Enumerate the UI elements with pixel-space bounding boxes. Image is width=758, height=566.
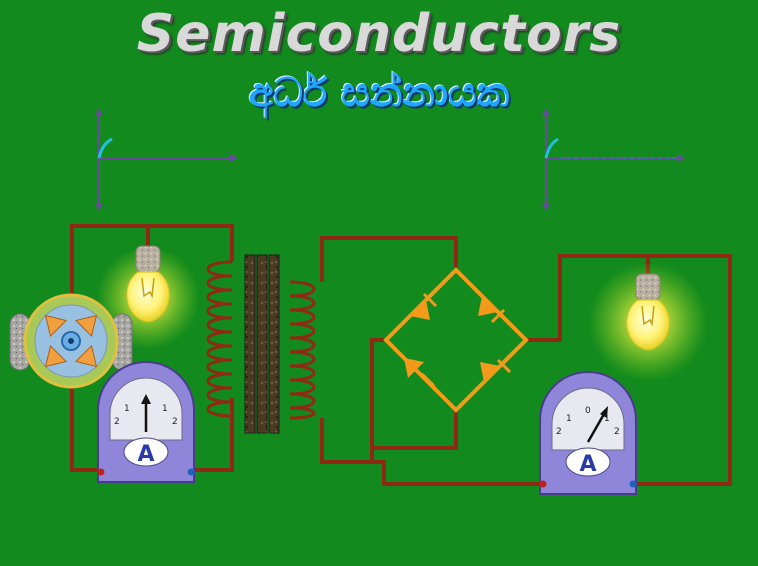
- light-bulb-right: [626, 273, 670, 351]
- light-bulb-left: [126, 245, 170, 323]
- ammeter-right-tick-1: 2: [556, 427, 562, 437]
- ammeter-left-tick-4: 1: [162, 404, 168, 414]
- ammeter-right-tick-3: 0: [585, 406, 591, 416]
- ammeter-left: [97, 361, 195, 483]
- transformer-secondary-coil: [289, 280, 316, 420]
- ammeter-left-tick-2: 1: [124, 404, 130, 414]
- wires-right-circuit: [320, 236, 732, 486]
- ammeter-left-tick-1: 2: [114, 417, 120, 427]
- ammeter-right-tick-5: 2: [614, 427, 620, 437]
- ammeter-right-letter: A: [579, 452, 596, 477]
- transformer-core: [244, 254, 280, 434]
- title-sinhala: අර්ධ සන්නායක: [248, 70, 510, 116]
- ammeter-right-tick-4: 1: [604, 414, 610, 424]
- ammeter-right: [539, 371, 637, 495]
- ammeter-right-tick-2: 1: [566, 414, 572, 424]
- title-english: Semiconductors: [136, 4, 622, 64]
- waveform-graph-left: [95, 108, 238, 211]
- bridge-rectifier: [383, 267, 529, 413]
- generator-rotor: [9, 293, 133, 389]
- ammeter-left-tick-3: 0: [143, 396, 149, 406]
- ammeter-left-letter: A: [137, 442, 154, 467]
- waveform-graph-right: [542, 108, 685, 211]
- transformer-primary-coil: [206, 260, 233, 418]
- ammeter-left-tick-5: 2: [172, 417, 178, 427]
